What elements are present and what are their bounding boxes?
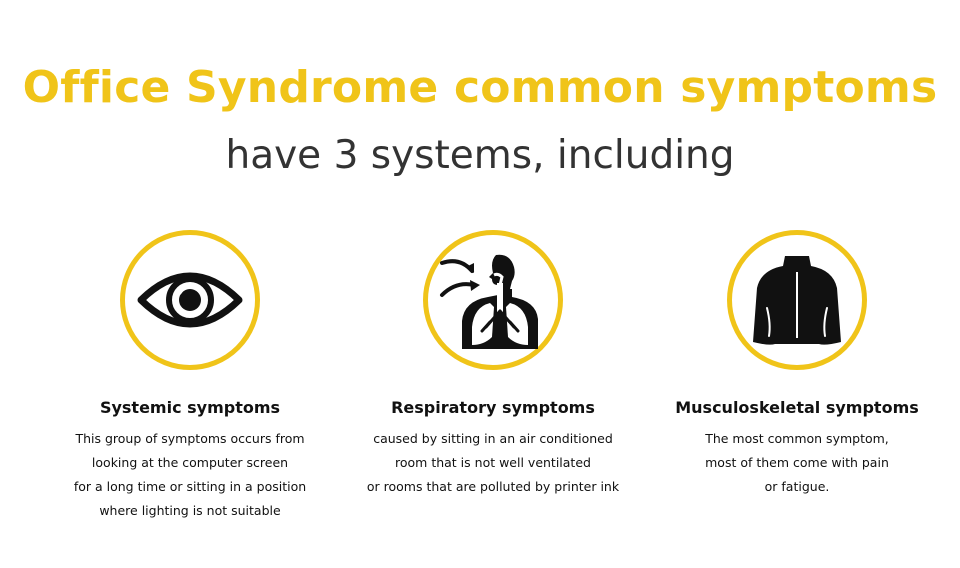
eye-icon (137, 272, 243, 328)
description-line: for a long time or sitting in a position (73, 479, 307, 494)
lungs-icon (440, 254, 538, 349)
symptom-heading: Respiratory symptoms (391, 398, 595, 417)
symptom-description: This group of symptoms occurs from looki… (40, 427, 340, 523)
symptom-description: caused by sitting in an air conditioned … (343, 427, 643, 499)
description-line: This group of symptoms occurs from (75, 431, 305, 446)
symptom-card-musculoskeletal: Musculoskeletal symptoms The most common… (647, 230, 947, 499)
symptom-description: The most common symptom, most of them co… (647, 427, 947, 499)
icon-circle (120, 230, 260, 370)
description-line: room that is not well ventilated (395, 455, 591, 470)
symptom-heading: Systemic symptoms (99, 398, 281, 417)
icon-circle (423, 230, 563, 370)
description-line: caused by sitting in an air conditioned (373, 431, 613, 446)
description-line: where lighting is not suitable (99, 503, 281, 518)
page-title: Office Syndrome common symptoms (22, 62, 938, 113)
symptom-card-systemic: Systemic symptoms This group of symptoms… (40, 230, 340, 523)
symptom-heading: Musculoskeletal symptoms (675, 398, 919, 417)
description-line: looking at the computer screen (91, 455, 289, 470)
page-subtitle: have 3 systems, including (225, 133, 735, 178)
description-line: The most common symptom, (705, 431, 889, 446)
description-line: most of them come with pain (705, 455, 889, 470)
description-line: or rooms that are polluted by printer in… (366, 479, 620, 494)
back-icon (753, 256, 841, 345)
description-line: or fatigue. (764, 479, 830, 494)
symptom-card-respiratory: Respiratory symptoms caused by sitting i… (343, 230, 643, 499)
icon-circle (727, 230, 867, 370)
